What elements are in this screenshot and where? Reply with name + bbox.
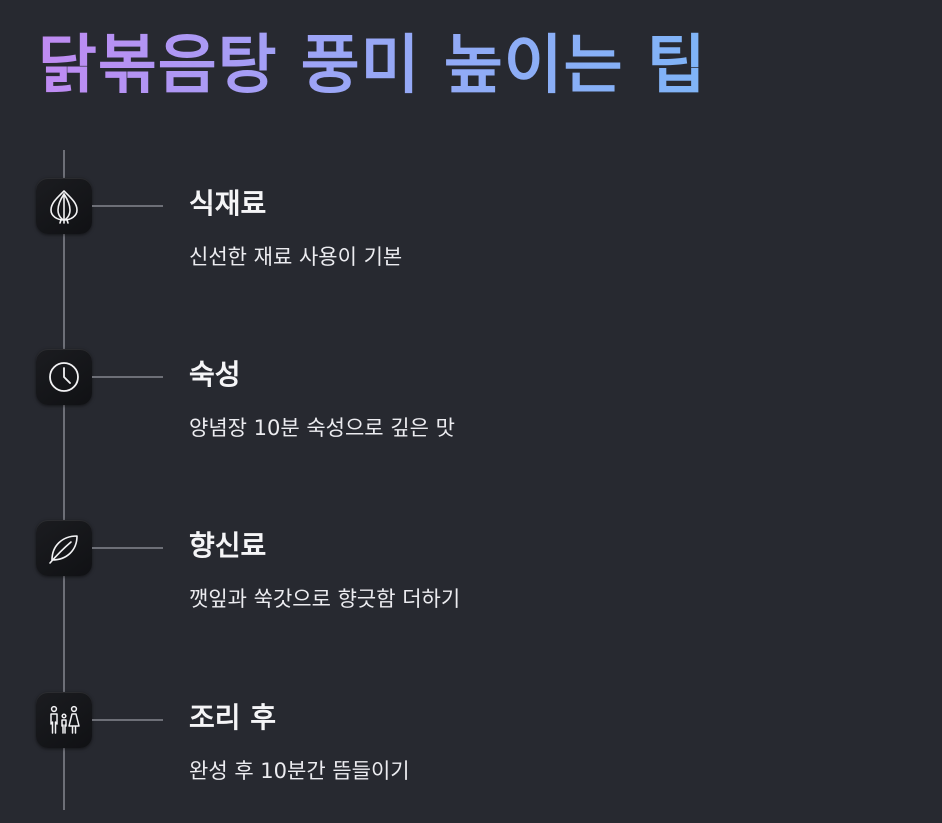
step-description: 깻잎과 쑥갓으로 향긋함 더하기 — [189, 587, 461, 611]
timeline-step-spices: 향신료 깻잎과 쑥갓으로 향긋함 더하기 — [0, 520, 942, 650]
step-title: 식재료 — [189, 187, 267, 220]
step-title: 향신료 — [189, 529, 267, 562]
step-title: 조리 후 — [189, 701, 277, 734]
step-connector — [92, 205, 163, 207]
step-description: 완성 후 10분간 뜸들이기 — [189, 759, 410, 783]
timeline-step-aging: 숙성 양념장 10분 숙성으로 깊은 맛 — [0, 349, 942, 479]
timeline-line — [63, 150, 65, 810]
timeline-step-after-cooking: 조리 후 완성 후 10분간 뜸들이기 — [0, 692, 942, 822]
leaf-icon — [36, 520, 92, 576]
timeline-step-ingredients: 식재료 신선한 재료 사용이 기본 — [0, 178, 942, 308]
step-connector — [92, 547, 163, 549]
step-description: 신선한 재료 사용이 기본 — [189, 245, 403, 269]
family-icon — [36, 692, 92, 748]
page-title: 닭볶음탕 풍미 높이는 팁 — [38, 29, 707, 103]
onion-icon — [36, 178, 92, 234]
step-description: 양념장 10분 숙성으로 깊은 맛 — [189, 416, 455, 440]
step-connector — [92, 719, 163, 721]
step-title: 숙성 — [189, 358, 241, 391]
step-connector — [92, 376, 163, 378]
clock-icon — [36, 349, 92, 405]
